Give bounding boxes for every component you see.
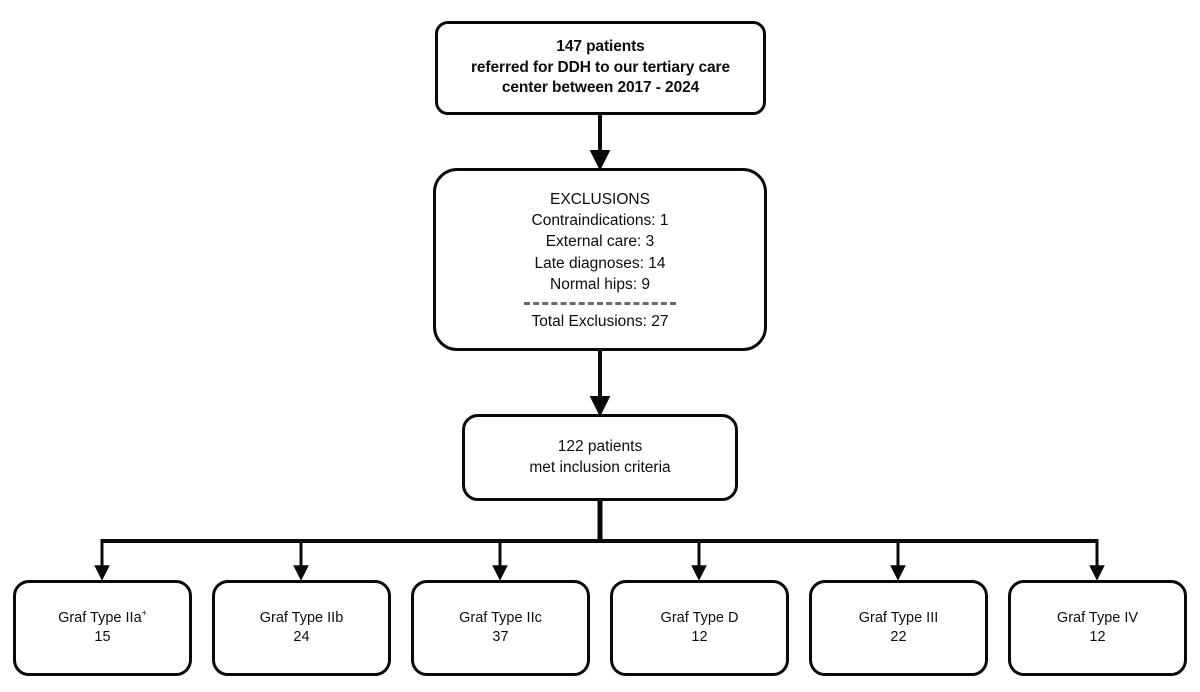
graf-type-count: 12 xyxy=(1089,629,1106,645)
exclusions-heading: EXCLUSIONS xyxy=(550,191,650,209)
graf-type-box-d: Graf Type D 12 xyxy=(610,580,789,676)
cohort-box: 147 patients referred for DDH to our ter… xyxy=(435,21,766,115)
exclusions-divider xyxy=(524,301,676,305)
exclusion-item-external-care: External care: 3 xyxy=(545,233,655,251)
graf-type-label: Graf Type IV xyxy=(1056,609,1139,626)
cohort-line-1: 147 patients xyxy=(556,38,645,56)
graf-type-label: Graf Type III xyxy=(858,609,939,626)
exclusions-total: Total Exclusions: 27 xyxy=(531,312,669,330)
graf-type-box-iv: Graf Type IV 12 xyxy=(1008,580,1187,676)
graf-type-count: 37 xyxy=(492,629,509,645)
graf-type-count: 12 xyxy=(691,629,708,645)
cohort-line-2: referred for DDH to our tertiary care xyxy=(470,58,730,76)
graf-type-label: Graf Type D xyxy=(660,609,739,626)
cohort-line-3: center between 2017 - 2024 xyxy=(501,79,700,97)
graf-type-count: 22 xyxy=(890,629,907,645)
exclusion-item-late-diagnoses: Late diagnoses: 14 xyxy=(534,254,666,272)
included-line-1: 122 patients xyxy=(557,438,643,456)
graf-type-label: Graf Type IIa+ xyxy=(58,608,147,626)
exclusion-item-contraindications: Contraindications: 1 xyxy=(531,212,669,230)
graf-type-label: Graf Type IIb xyxy=(259,609,344,626)
graf-type-box-iia: Graf Type IIa+ 15 xyxy=(13,580,192,676)
exclusion-item-normal-hips: Normal hips: 9 xyxy=(550,275,650,293)
graf-type-box-iic: Graf Type IIc 37 xyxy=(411,580,590,676)
graf-type-label: Graf Type IIc xyxy=(459,609,542,626)
graf-type-box-iib: Graf Type IIb 24 xyxy=(212,580,391,676)
included-line-2: met inclusion criteria xyxy=(529,458,671,476)
graf-type-box-iii: Graf Type III 22 xyxy=(809,580,988,676)
included-box: 122 patients met inclusion criteria xyxy=(462,414,738,501)
exclusions-box: EXCLUSIONS Contraindications: 1 External… xyxy=(433,168,767,351)
graf-type-superscript: + xyxy=(141,608,147,619)
graf-type-count: 15 xyxy=(94,629,111,645)
graf-type-count: 24 xyxy=(293,629,310,645)
